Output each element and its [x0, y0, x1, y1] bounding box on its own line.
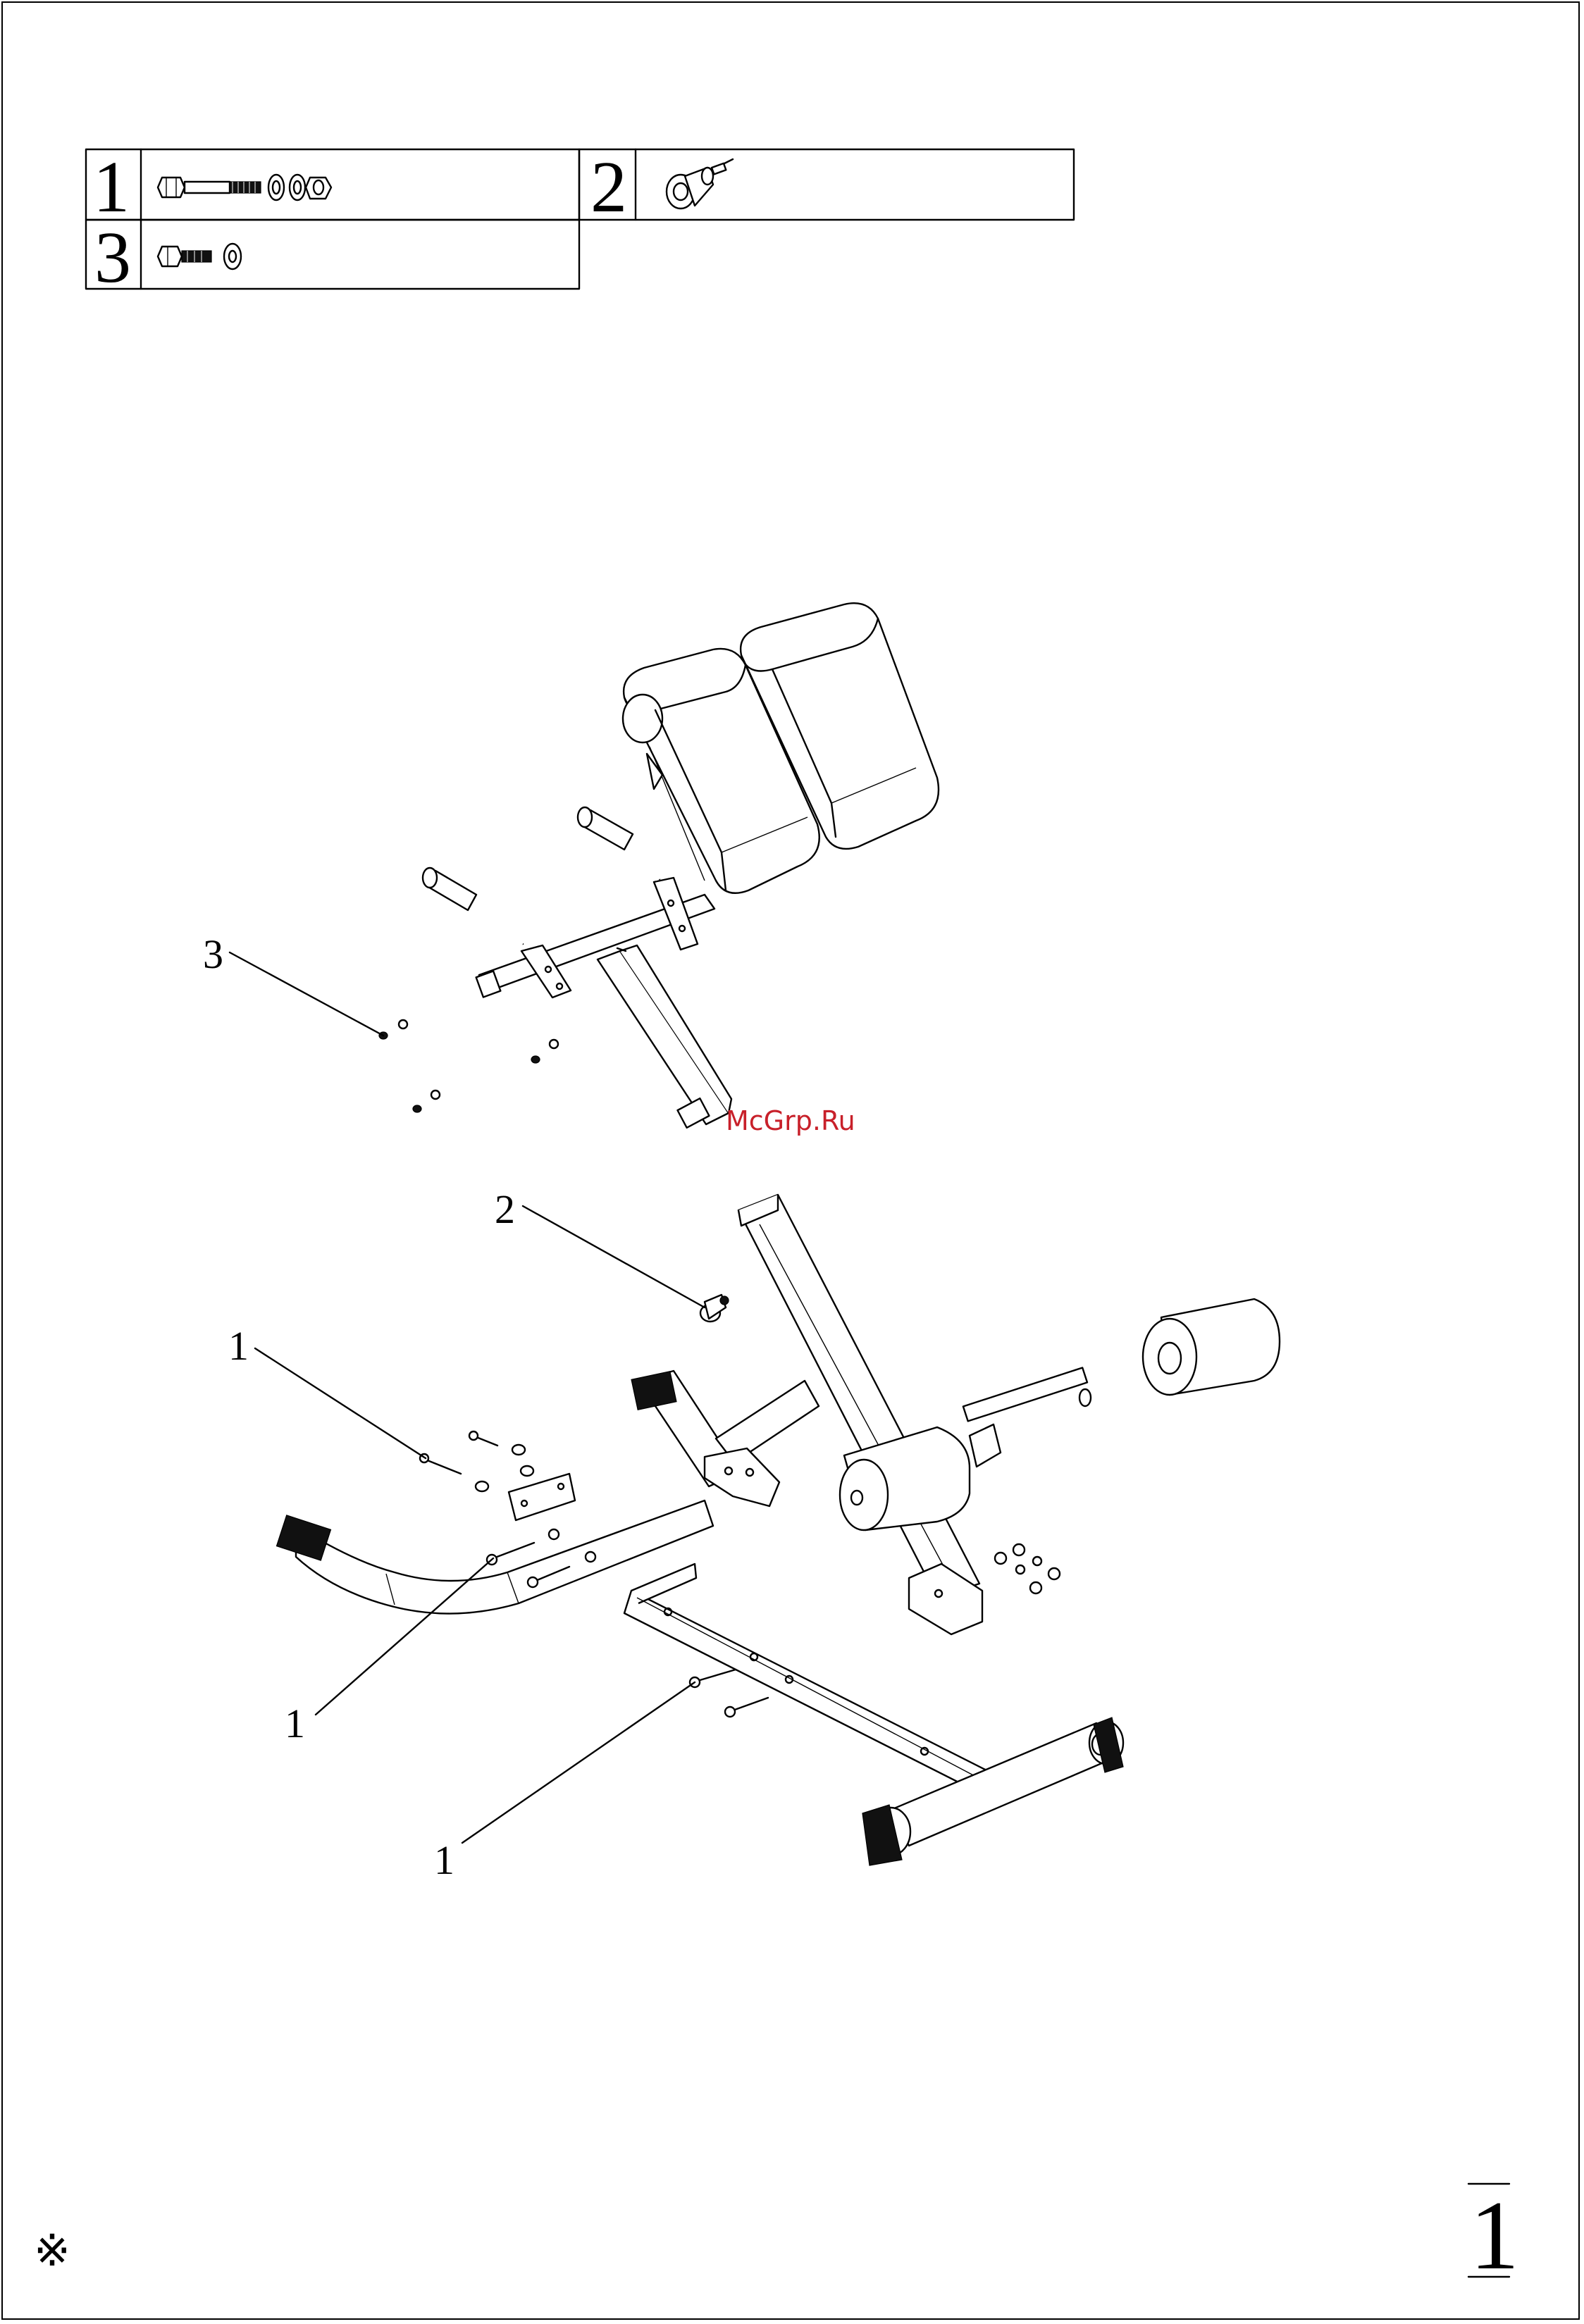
grip-handle-left — [423, 868, 523, 944]
watermark: McGrp.Ru — [726, 1105, 855, 1136]
bolt-washers-nut-icon — [158, 175, 331, 200]
parts-table: 1 2 3 — [86, 147, 1074, 298]
callout-label-1-a: 1 — [228, 1323, 249, 1369]
parts-table-number-2: 2 — [590, 147, 627, 228]
parts-table-number-3: 3 — [94, 217, 131, 298]
callout-label-2: 2 — [495, 1186, 515, 1232]
parts-table-number-1: 1 — [93, 147, 130, 228]
grip-handle-right — [578, 807, 660, 879]
callout-label-1-c: 1 — [434, 1837, 454, 1883]
upright-post — [598, 945, 731, 1128]
page-number: 1 — [1470, 2181, 1519, 2290]
small-bolts-group — [379, 1020, 558, 1112]
foam-roller — [1143, 1299, 1280, 1395]
knob-pin-icon — [667, 159, 733, 209]
lower-frame — [277, 1195, 1280, 1865]
callout-label-3: 3 — [203, 931, 223, 977]
bolt-set-upper-left — [420, 1431, 533, 1491]
nut-set-right — [995, 1544, 1060, 1593]
short-bolt-washer-icon — [158, 244, 241, 269]
footer-note-mark: ※ — [34, 2225, 70, 2276]
callout-label-1-b: 1 — [285, 1701, 305, 1746]
upper-pad-assembly — [379, 603, 939, 1128]
